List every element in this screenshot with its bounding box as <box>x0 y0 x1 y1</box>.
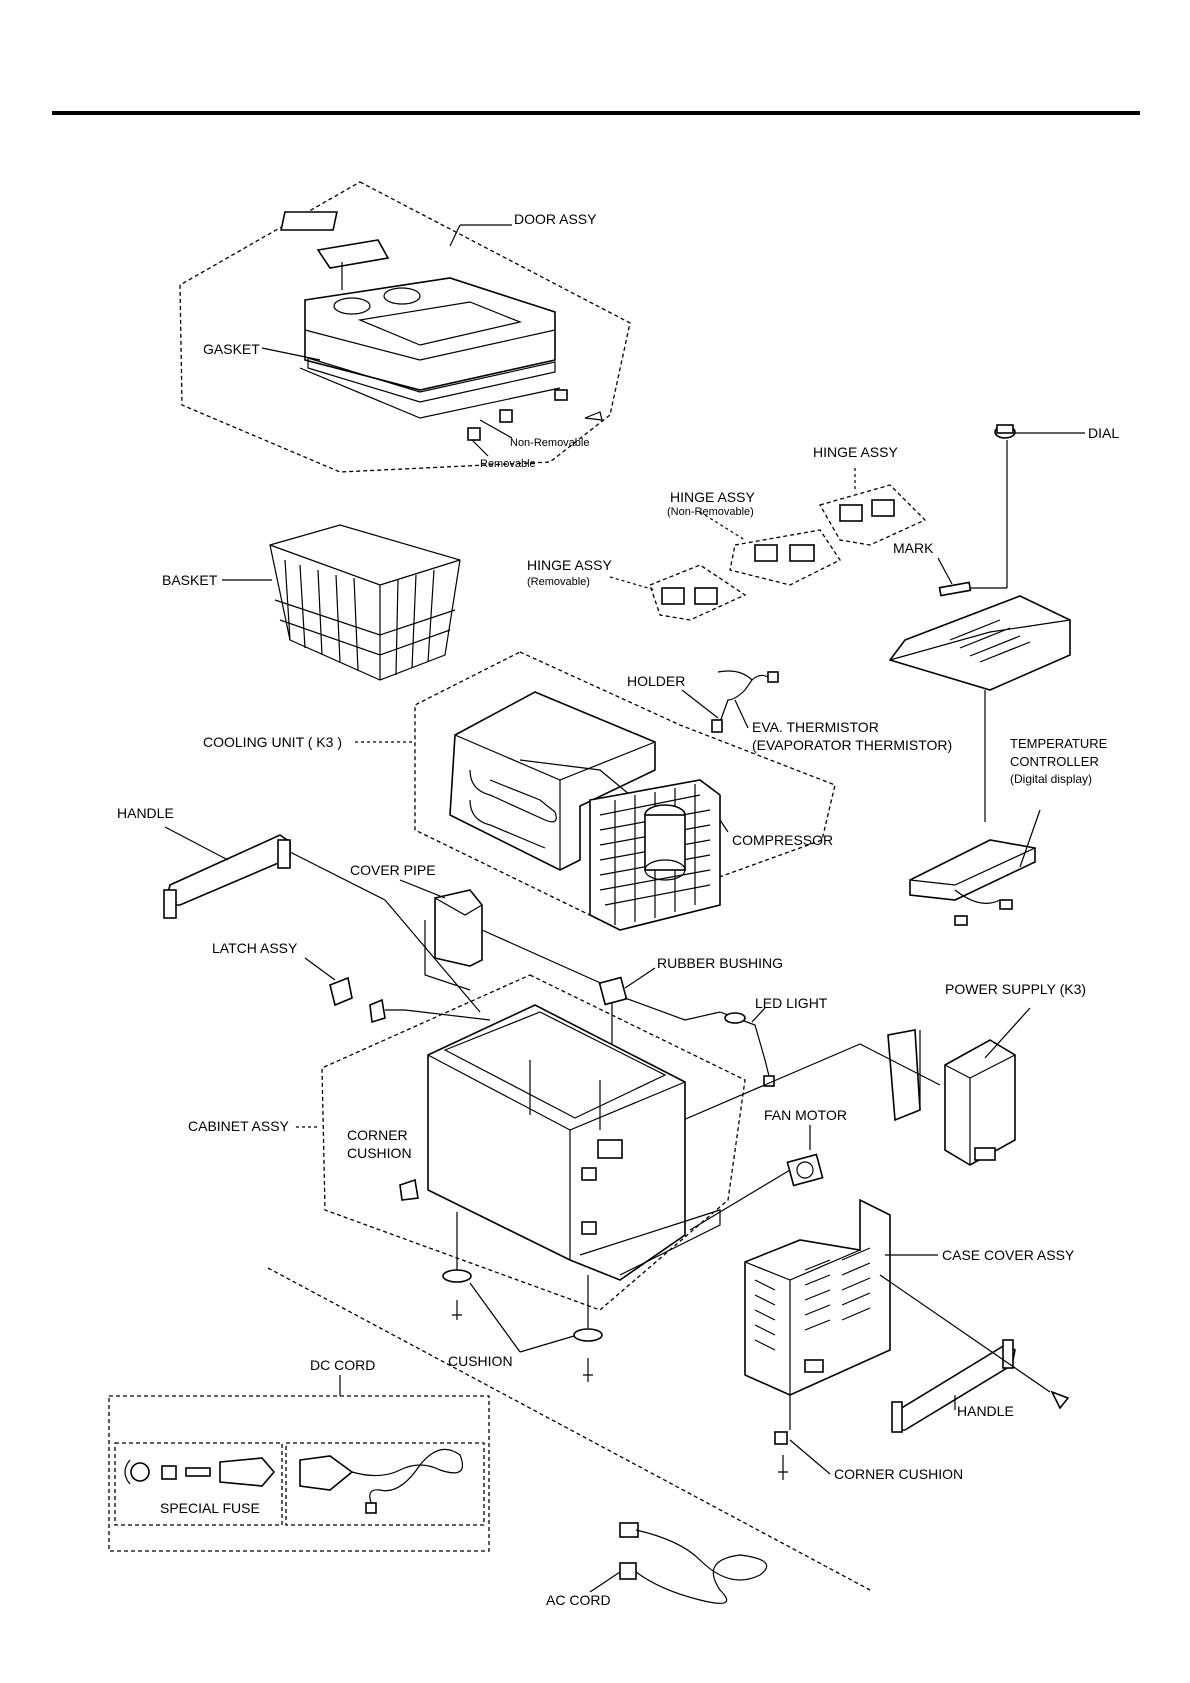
label-evaporator-thermistor: (EVAPORATOR THERMISTOR) <box>752 737 952 753</box>
label-hinge-assy-2: HINGE ASSY <box>670 489 755 505</box>
temperature-controller-part <box>909 839 1036 926</box>
label-temperature: TEMPERATURE <box>1010 736 1108 751</box>
label-hinge-assy-3: HINGE ASSY <box>527 557 612 573</box>
cooling-unit-boundary <box>414 651 836 921</box>
label-case-cover-assy: CASE COVER ASSY <box>942 1247 1075 1263</box>
hinge-assy-3-boundary <box>649 564 747 621</box>
label-gasket: GASKET <box>203 341 260 357</box>
label-hinge-assy-2-sub: (Non-Removable) <box>667 506 754 518</box>
label-cover-pipe: COVER PIPE <box>350 862 436 878</box>
led-light-part <box>719 1011 775 1087</box>
basket-part <box>269 524 461 681</box>
label-corner-cushion-bottom: CORNER CUSHION <box>834 1466 963 1482</box>
label-led-light: LED LIGHT <box>755 995 828 1011</box>
cushion-part <box>442 1269 603 1382</box>
dc-cord-plug-boundary <box>285 1442 485 1526</box>
label-cabinet-assy: CABINET ASSY <box>188 1118 290 1134</box>
label-digital-display: (Digital display) <box>1010 772 1092 786</box>
dial-part <box>994 424 1016 439</box>
fan-motor-part <box>786 1153 824 1187</box>
label-hinge-assy-3-sub: (Removable) <box>527 576 590 588</box>
latch-assy-part <box>329 976 386 1024</box>
label-compressor: COMPRESSOR <box>732 832 833 848</box>
label-mark: MARK <box>893 540 934 556</box>
label-latch-assy: LATCH ASSY <box>212 940 298 956</box>
dc-cord-boundary <box>108 1395 490 1552</box>
label-holder: HOLDER <box>627 673 685 689</box>
dc-cord-part <box>299 1448 464 1514</box>
compressor-part <box>589 779 721 931</box>
label-handle-right: HANDLE <box>957 1403 1014 1419</box>
label-fan-motor: FAN MOTOR <box>764 1107 847 1123</box>
corner-cushion-part <box>399 1178 419 1201</box>
cooling-unit-part <box>449 691 656 871</box>
label-cushion: CUSHION <box>448 1353 513 1369</box>
power-supply-bracket-part <box>887 1029 921 1122</box>
cover-pipe-part <box>424 889 483 991</box>
handle-left-part <box>163 834 291 919</box>
label-eva-thermistor: EVA. THERMISTOR <box>752 719 879 735</box>
hinge-assy-3-part <box>661 587 718 605</box>
label-corner-cushion-1: CORNER <box>347 1127 408 1143</box>
rubber-bushing-part <box>598 976 628 1006</box>
label-non-removable: Non-Removable <box>510 437 589 449</box>
handle-right-part <box>891 1339 1070 1433</box>
label-power-supply: POWER SUPPLY (K3) <box>945 981 1086 997</box>
label-hinge-assy-1: HINGE ASSY <box>813 444 898 460</box>
ac-cord-part <box>619 1522 768 1604</box>
special-fuse-boundary <box>114 1442 283 1526</box>
label-handle-left: HANDLE <box>117 805 174 821</box>
label-cooling-unit: COOLING UNIT ( K3 ) <box>203 734 342 750</box>
label-corner-cushion-2: CUSHION <box>347 1145 412 1161</box>
special-fuse-part <box>124 1457 276 1487</box>
mark-part <box>938 581 972 597</box>
hinge-assy-2-boundary <box>729 529 841 586</box>
label-special-fuse: SPECIAL FUSE <box>160 1500 260 1516</box>
separator-dashed-line <box>267 1267 871 1591</box>
label-basket: BASKET <box>162 572 218 588</box>
power-supply-part <box>944 1039 1016 1166</box>
label-dial: DIAL <box>1088 425 1119 441</box>
corner-cushion-bottom-part <box>774 1431 788 1480</box>
holder-thermistor-part <box>711 670 779 733</box>
controller-cover-part <box>888 595 1071 691</box>
label-controller: CONTROLLER <box>1010 754 1099 769</box>
label-removable: Removable <box>480 458 536 470</box>
hinge-assy-2-part <box>754 544 815 562</box>
label-door-assy: DOOR ASSY <box>514 211 597 227</box>
hinge-assy-1-boundary <box>819 484 927 546</box>
hinge-assy-1-part <box>839 499 895 522</box>
cabinet-assy-boundary <box>321 974 746 1311</box>
cabinet-assy-part <box>427 1004 721 1281</box>
label-ac-cord: AC CORD <box>546 1592 611 1608</box>
door-assy-part <box>280 211 603 441</box>
label-rubber-bushing: RUBBER BUSHING <box>657 955 783 971</box>
label-dc-cord: DC CORD <box>310 1357 375 1373</box>
case-cover-assy-part <box>744 1198 891 1396</box>
